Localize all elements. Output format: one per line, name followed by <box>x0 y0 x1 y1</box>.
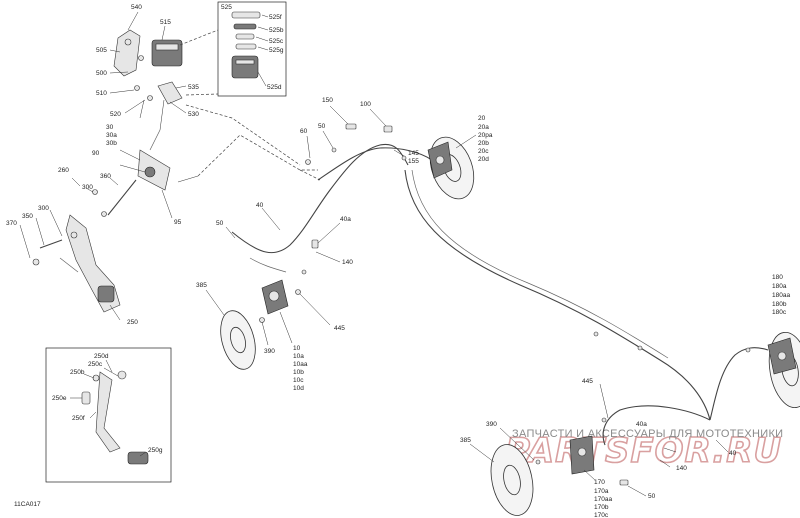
rear-right-labels: 180 180a 180aa 180b 180c <box>772 274 790 316</box>
label-40: 40 <box>256 202 264 209</box>
label-525: 525 <box>221 4 232 11</box>
label-50-left: 50 <box>216 220 224 227</box>
label-300-top: 300 <box>82 184 93 191</box>
label-180aa: 180aa <box>772 292 790 299</box>
label-95: 95 <box>174 219 182 226</box>
label-360: 360 <box>100 173 111 180</box>
label-250g: 250g <box>148 447 163 454</box>
left-front-labels: 385 390 445 10 10a 10aa 10b 10c 10d <box>196 282 345 392</box>
label-300: 300 <box>38 205 49 212</box>
label-50-rear: 50 <box>648 493 656 500</box>
label-40a: 40a <box>340 216 351 223</box>
label-385-rear: 385 <box>460 437 471 444</box>
watermark-text: ЗАПЧАСТИ И АКСЕССУАРЫ ДЛЯ МОТОТЕХНИКИ <box>512 428 783 440</box>
label-20b: 20b <box>478 140 489 147</box>
label-170b: 170b <box>594 504 609 511</box>
front-right-brake <box>427 134 477 200</box>
label-100: 100 <box>360 101 371 108</box>
label-250: 250 <box>127 319 138 326</box>
label-390-rear: 390 <box>486 421 497 428</box>
label-170c: 170c <box>594 512 609 518</box>
label-520: 520 <box>110 111 121 118</box>
label-170a: 170a <box>594 488 609 495</box>
label-10a: 10a <box>293 353 304 360</box>
label-10b: 10b <box>293 369 304 376</box>
label-20c: 20c <box>478 148 489 155</box>
brake-lines <box>225 105 769 497</box>
label-10: 10 <box>293 345 301 352</box>
watermark-logo: PARTSFOR.RU <box>505 431 782 471</box>
reservoir-labels: 540 515 505 500 510 535 530 520 <box>96 4 199 118</box>
label-170aa: 170aa <box>594 496 612 503</box>
label-250f: 250f <box>72 415 85 422</box>
label-140-rear: 140 <box>676 465 687 472</box>
label-260: 260 <box>58 167 69 174</box>
rear-right-brake <box>745 332 800 408</box>
label-20: 20 <box>478 115 486 122</box>
label-30b: 30b <box>106 140 117 147</box>
label-250d: 250d <box>94 353 109 360</box>
label-180b: 180b <box>772 301 787 308</box>
label-515: 515 <box>160 19 171 26</box>
label-525f: 525f <box>269 14 282 21</box>
reservoir-inset <box>217 1 287 97</box>
pedal-inset-labels: 250d 250c 250b 250e 250f 250g <box>52 353 163 454</box>
label-180: 180 <box>772 274 783 281</box>
watermark: PARTSFOR.RU ЗАПЧАСТИ И АКСЕССУАРЫ ДЛЯ МО… <box>504 428 783 472</box>
reservoir-assembly <box>109 11 219 131</box>
label-10c: 10c <box>293 377 304 384</box>
label-445-left: 445 <box>334 325 345 332</box>
label-10d: 10d <box>293 385 304 392</box>
pedal-inset <box>45 347 172 483</box>
label-180c: 180c <box>772 309 787 316</box>
label-525b: 525b <box>269 27 284 34</box>
reservoir-inset-labels: 525 525f 525b 525c 525g 525d <box>221 4 284 91</box>
label-540: 540 <box>131 4 142 11</box>
label-60: 60 <box>300 128 308 135</box>
master-cylinder-labels: 30 30a 30b 90 95 360 300 260 350 370 300… <box>6 124 182 326</box>
label-30: 30 <box>106 124 114 131</box>
label-180a: 180a <box>772 283 787 290</box>
label-445-rear: 445 <box>582 378 593 385</box>
label-525c: 525c <box>269 38 284 45</box>
label-40-rear: 40 <box>729 450 737 457</box>
label-525g: 525g <box>269 47 284 54</box>
left-front-brake <box>205 279 331 370</box>
label-20a: 20a <box>478 124 489 131</box>
rear-lower-brake <box>469 427 596 516</box>
label-140: 140 <box>342 259 353 266</box>
rear-lower-labels: 445 390 385 40 40a 140 170 170a 170aa 17… <box>460 378 737 518</box>
label-90: 90 <box>92 150 100 157</box>
label-250c: 250c <box>88 361 103 368</box>
front-right-labels: 20 20a 20pa 20b 20c 20d <box>478 115 493 163</box>
label-10aa: 10aa <box>293 361 308 368</box>
label-170: 170 <box>594 479 605 486</box>
label-505: 505 <box>96 47 107 54</box>
label-155: 155 <box>408 158 419 165</box>
label-250e: 250e <box>52 395 67 402</box>
label-385-left: 385 <box>196 282 207 289</box>
label-30a: 30a <box>106 132 117 139</box>
label-145: 145 <box>408 150 419 157</box>
front-line-labels: 60 50 150 100 145 155 40 40a 140 50 <box>216 97 419 266</box>
label-50-top: 50 <box>318 123 326 130</box>
label-250b: 250b <box>70 369 85 376</box>
label-535: 535 <box>188 84 199 91</box>
label-500: 500 <box>96 70 107 77</box>
label-390-left: 390 <box>264 348 275 355</box>
label-20d: 20d <box>478 156 489 163</box>
label-510: 510 <box>96 90 107 97</box>
master-cylinder-assembly <box>19 104 321 321</box>
label-350: 350 <box>22 213 33 220</box>
label-20pa: 20pa <box>478 132 493 139</box>
label-530: 530 <box>188 111 199 118</box>
label-370: 370 <box>6 220 17 227</box>
label-525d: 525d <box>267 84 282 91</box>
label-40a-rear: 40a <box>636 421 647 428</box>
diagram-code: 11CA017 <box>14 501 41 508</box>
label-150: 150 <box>322 97 333 104</box>
